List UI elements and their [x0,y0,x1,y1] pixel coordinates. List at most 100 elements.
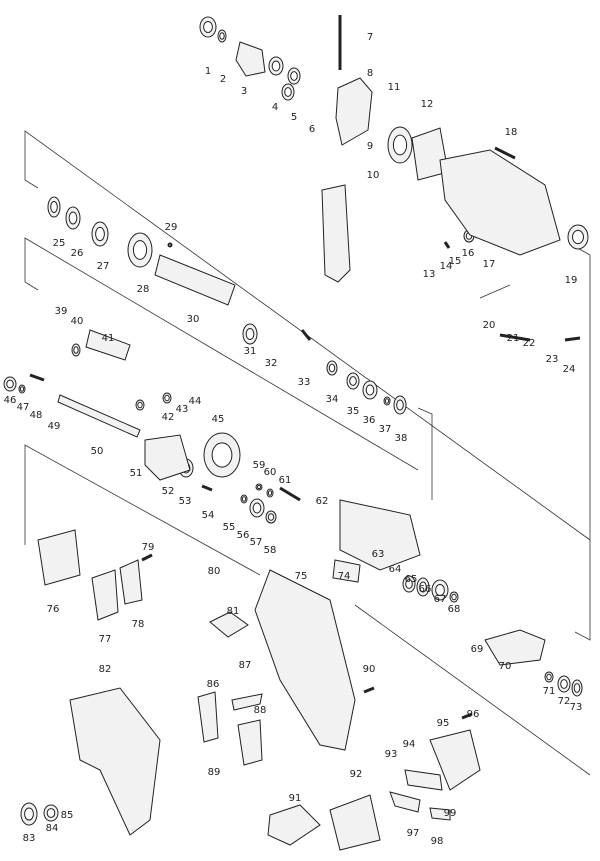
part-number-label: 85 [60,810,74,821]
o-ring-part-bore [164,394,170,402]
part-number-label: 11 [387,82,401,93]
o-ring-part-bore [245,328,255,340]
pin-part [300,329,312,341]
part-number-label: 45 [211,414,225,425]
part-number-label: 71 [542,686,556,697]
part-number-label: 35 [346,406,360,417]
part-number-label: 96 [466,709,480,720]
spring-part [404,769,443,791]
part-number-label: 50 [90,446,104,457]
washer-part-bore [290,71,298,81]
ring-part-bore [19,386,25,392]
part-number-label: 86 [206,679,220,690]
part-number-label: 38 [394,433,408,444]
part-number-label: 99 [443,808,457,819]
part-number-label: 10 [366,170,380,181]
part-number-label: 48 [29,410,43,421]
part-number-label: 12 [420,99,434,110]
washer-part-bore [451,593,457,601]
part-number-label: 56 [236,530,250,541]
part-number-label: 3 [240,86,248,97]
ring-part-bore [384,398,390,404]
washer-part-bore [349,376,357,386]
part-number-label: 59 [252,460,266,471]
part-number-label: 41 [101,333,115,344]
washer-part-bore [271,60,281,72]
part-number-label: 30 [186,314,200,325]
part-number-label: 57 [249,537,263,548]
part-number-label: 64 [388,564,402,575]
cylinder-part [85,329,131,361]
o-ring-part-bore [405,579,413,589]
part-number-label: 63 [371,549,385,560]
part-number-label: 84 [45,823,59,834]
armature-part [484,629,546,666]
bearing-part-bore [6,379,14,389]
frame-line-sub [479,284,511,299]
bearing-part-bore [365,384,375,396]
part-number-label: 78 [131,619,145,630]
ring-part-bore [219,32,225,40]
part-number-label: 49 [47,421,61,432]
ball-part-bore [168,243,172,247]
screw-part [494,146,516,160]
brush-holder-part [119,559,143,605]
snap-ring-part-bore [396,399,404,411]
part-number-label: 60 [263,467,277,478]
part-number-label: 79 [141,542,155,553]
part-number-label: 33 [297,377,311,388]
washer-part-bore [267,513,275,521]
part-number-label: 61 [278,475,292,486]
part-number-label: 98 [430,836,444,847]
part-number-label: 75 [294,571,308,582]
part-number-label: 44 [188,396,202,407]
bearing-plate-part-bore [132,240,148,260]
part-number-label: 15 [448,256,462,267]
part-number-label: 16 [461,248,475,259]
part-number-label: 22 [522,338,536,349]
part-number-label: 17 [482,259,496,270]
cap-part-bore [24,807,34,821]
frame-line-housing [354,604,591,776]
part-number-label: 76 [46,604,60,615]
part-number-label: 90 [362,664,376,675]
part-number-label: 77 [98,634,112,645]
part-number-label: 27 [96,261,110,272]
o-ring-large-part-bore [211,442,233,468]
switch-lever-part [231,693,263,711]
bearing-part-bore [435,584,445,596]
tool-holder-part [154,254,236,306]
part-number-label: 70 [498,661,512,672]
part-number-label: 93 [384,749,398,760]
part-number-label: 6 [308,124,316,135]
nut-part-bore [256,484,262,490]
part-number-label: 9 [366,141,374,152]
screw-part [201,484,213,492]
ring-part-bore [50,201,58,213]
part-number-label: 69 [470,644,484,655]
part-number-label: 25 [52,238,66,249]
battery-guide-part [329,794,381,851]
part-number-label: 23 [545,354,559,365]
screw-part [363,686,375,694]
ring-part-bore [572,229,584,245]
rubber-pin-part [389,791,421,813]
part-number-label: 51 [129,468,143,479]
part-number-label: 46 [3,395,17,406]
label-plate-part [332,559,361,583]
part-number-label: 72 [557,696,571,707]
rubber-ring-part-bore [573,683,581,693]
frame-line-spindle [24,237,419,471]
switch-part [237,719,263,766]
part-number-label: 53 [178,496,192,507]
terminal-part [267,804,321,846]
part-number-label: 81 [226,606,240,617]
bearing-box-part [339,499,421,571]
part-number-label: 39 [54,306,68,317]
spring-ring-part-bore [95,226,105,242]
spring-part [279,486,301,502]
part-number-label: 88 [253,705,267,716]
part-number-label: 7 [366,32,374,43]
